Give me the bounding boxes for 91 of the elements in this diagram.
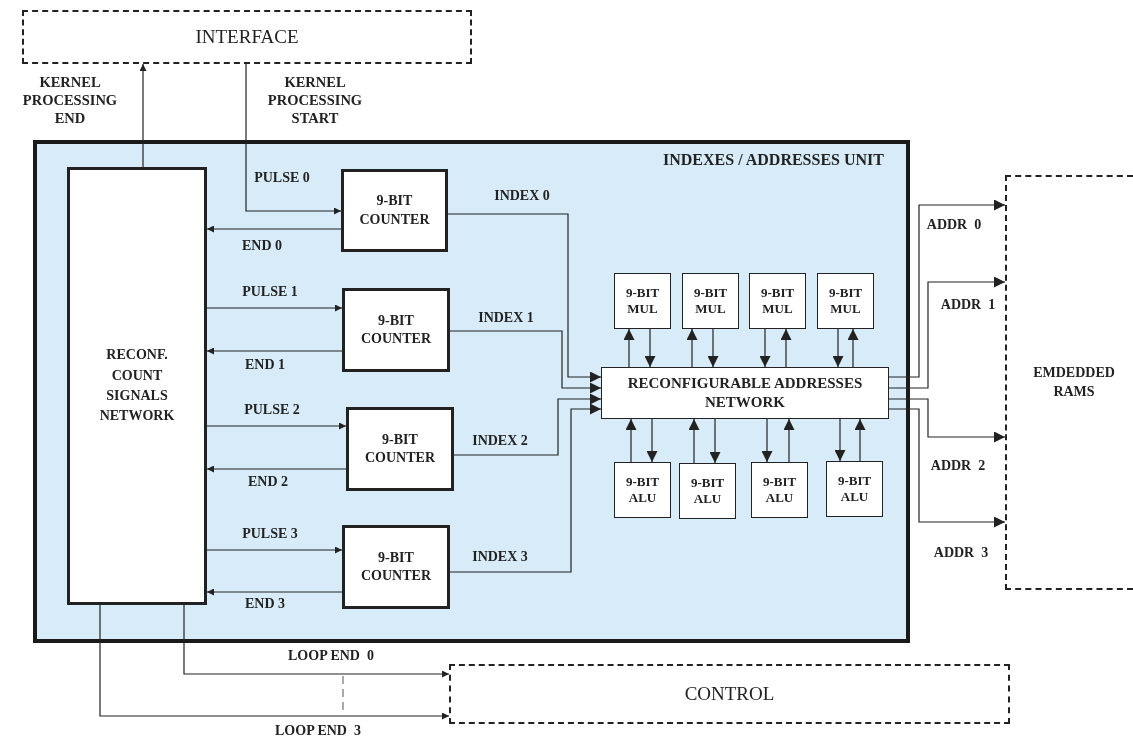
function-unit-box bbox=[682, 273, 739, 329]
block-label: RECONF. COUNT SIGNALS NETWORK bbox=[98, 346, 176, 426]
arrow bbox=[707, 328, 719, 368]
arrow bbox=[888, 276, 1006, 389]
arrow bbox=[447, 213, 602, 383]
counter-box bbox=[342, 288, 450, 372]
counter-box bbox=[342, 525, 450, 609]
arrow bbox=[646, 418, 658, 463]
edge-label: LOOP END 0 bbox=[288, 647, 374, 665]
block-label: RECONFIGURABLE ADDRESSES NETWORK bbox=[626, 374, 864, 412]
network-block bbox=[67, 167, 207, 605]
function-unit-box bbox=[817, 273, 874, 329]
edge-label: END 2 bbox=[247, 473, 289, 491]
panel-title: INDEXES / ADDRESSES UNIT bbox=[663, 150, 884, 170]
arrow bbox=[139, 63, 147, 168]
edge-label: INDEX 2 bbox=[472, 432, 528, 450]
block-label: 9-BIT MUL bbox=[759, 284, 796, 318]
edge-label: END 1 bbox=[244, 356, 286, 374]
arrow bbox=[888, 398, 1006, 443]
edge-label: ADDR 2 bbox=[930, 457, 986, 475]
edge-label: PULSE 1 bbox=[242, 283, 298, 301]
arrow bbox=[99, 604, 450, 720]
arrow bbox=[888, 408, 1006, 528]
edge-label: END 0 bbox=[241, 237, 283, 255]
arrow bbox=[183, 604, 450, 678]
edge-label: PULSE 3 bbox=[242, 525, 298, 543]
arrow bbox=[245, 63, 342, 215]
edge-label: ADDR 0 bbox=[926, 216, 982, 234]
unit-panel bbox=[33, 140, 910, 643]
arrow bbox=[206, 347, 343, 355]
block-label: INTERFACE bbox=[195, 24, 299, 49]
block-label: 9-BIT MUL bbox=[624, 284, 661, 318]
edge-label: INDEX 1 bbox=[478, 309, 534, 327]
edge-label: PULSE 2 bbox=[244, 401, 300, 419]
arrow bbox=[449, 330, 602, 394]
arrow bbox=[686, 328, 698, 368]
function-unit-box bbox=[614, 273, 671, 329]
memory-block bbox=[1005, 175, 1133, 590]
arrow bbox=[206, 422, 347, 430]
block-label: CONTROL bbox=[684, 681, 775, 706]
arrow bbox=[761, 418, 773, 463]
edge-label: END 3 bbox=[244, 595, 286, 613]
block-label: 9-BIT COUNTER bbox=[360, 311, 432, 348]
function-unit-box bbox=[826, 461, 883, 517]
arrow bbox=[783, 418, 795, 463]
arrow bbox=[449, 403, 602, 573]
arrow bbox=[780, 328, 792, 368]
arrow bbox=[206, 465, 347, 473]
block-label: 9-BIT MUL bbox=[692, 284, 729, 318]
block-label: 9-BIT ALU bbox=[689, 474, 726, 508]
block-label: 9-BIT COUNTER bbox=[358, 192, 431, 229]
arrow bbox=[623, 328, 635, 368]
arrow bbox=[834, 418, 846, 462]
edge-label: INDEX 0 bbox=[494, 187, 550, 205]
edge-label: KERNEL PROCESSING START bbox=[266, 72, 364, 128]
arrow bbox=[847, 328, 859, 368]
arrow bbox=[688, 418, 700, 464]
arrow bbox=[625, 418, 637, 463]
arrow bbox=[759, 328, 771, 368]
interface-block bbox=[22, 10, 472, 64]
arrow bbox=[709, 418, 721, 464]
block-label: 9-BIT COUNTER bbox=[360, 548, 432, 585]
function-unit-box bbox=[614, 462, 671, 518]
block-label: 9-BIT MUL bbox=[827, 284, 864, 318]
edge-label: ADDR 1 bbox=[940, 296, 996, 314]
function-unit-box bbox=[749, 273, 806, 329]
arrow bbox=[832, 328, 844, 368]
block-label: 9-BIT COUNTER bbox=[364, 430, 436, 467]
function-unit-box bbox=[679, 463, 736, 519]
counter-box bbox=[341, 169, 448, 252]
block-label: 9-BIT ALU bbox=[624, 473, 661, 507]
arrow bbox=[888, 199, 1006, 378]
edge-label: KERNEL PROCESSING END bbox=[21, 72, 119, 128]
arrow bbox=[854, 418, 866, 462]
function-unit-box bbox=[751, 462, 808, 518]
arrow bbox=[644, 328, 656, 368]
arrow bbox=[453, 393, 602, 456]
block-label: EMDEDDED RAMS bbox=[1032, 364, 1116, 401]
arrow bbox=[206, 304, 343, 312]
arrow bbox=[206, 225, 342, 233]
edge-label: LOOP END 3 bbox=[275, 722, 361, 740]
counter-box bbox=[346, 407, 454, 491]
arrow bbox=[206, 546, 343, 554]
block-label: 9-BIT ALU bbox=[836, 472, 873, 506]
edge-label: INDEX 3 bbox=[472, 548, 528, 566]
control-block bbox=[449, 664, 1010, 724]
network-block bbox=[601, 367, 889, 419]
arrow bbox=[206, 588, 343, 596]
edge-label: ADDR 3 bbox=[933, 544, 989, 562]
signal-label: PULSE 0 bbox=[254, 169, 310, 187]
block-label: 9-BIT ALU bbox=[761, 473, 798, 507]
